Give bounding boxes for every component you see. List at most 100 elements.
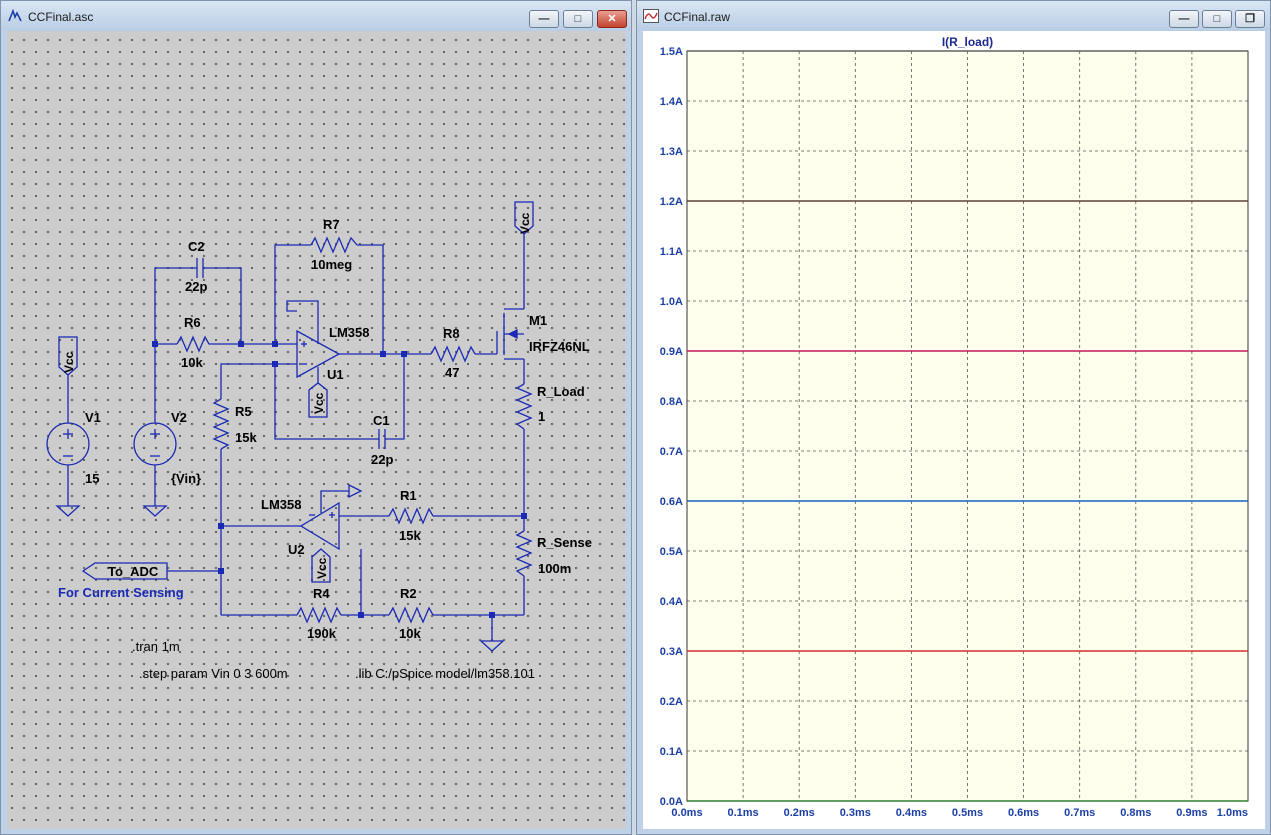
junction-dots [152, 341, 527, 618]
maximize-button[interactable]: □ [563, 10, 593, 28]
schematic-window[interactable]: CCFinal.asc — □ ✕ [0, 0, 632, 835]
v2-value: {Vin} [171, 471, 201, 486]
minimize-icon: — [538, 13, 550, 25]
minimize-icon: — [1178, 13, 1190, 25]
directive-tran[interactable]: .tran 1m [132, 639, 180, 654]
u1-model: LM358 [329, 325, 369, 340]
x-tick-label: 0.7ms [1064, 807, 1095, 819]
r2-name: R2 [400, 586, 417, 601]
r5-value: 15k [235, 430, 257, 445]
u1-name: U1 [327, 367, 344, 382]
waveform-restore-button[interactable]: ❐ [1235, 10, 1265, 28]
v1-name: V1 [85, 410, 101, 425]
y-tick-label: 1.0A [660, 296, 683, 308]
m1-name: M1 [529, 313, 547, 328]
rsense-value: 100m [538, 561, 571, 576]
y-tick-label: 1.4A [660, 96, 683, 108]
y-tick-label: 1.5A [660, 46, 683, 58]
waveform-minimize-button[interactable]: — [1169, 10, 1199, 28]
vcc-label-v1: Vcc [62, 351, 76, 373]
c1-name: C1 [373, 413, 390, 428]
vcc-label-u1: Vcc [312, 392, 326, 414]
r1-value: 15k [399, 528, 421, 543]
directive-step[interactable]: .step param Vin 0 3 600m [139, 666, 288, 681]
r1-name: R1 [400, 488, 417, 503]
u2-model: LM358 [261, 497, 301, 512]
r4-name: R4 [313, 586, 330, 601]
x-tick-label: 1.0ms [1217, 807, 1248, 819]
x-tick-label: 0.6ms [1008, 807, 1039, 819]
minimize-button[interactable]: — [529, 10, 559, 28]
r8-value: 47 [445, 365, 459, 380]
y-tick-label: 0.4A [660, 596, 683, 608]
schematic-canvas[interactable]: C2 22p R7 10meg R6 10k LM358 U1 R8 47 M1… [7, 31, 626, 829]
r7-name: R7 [323, 217, 340, 232]
traces [687, 50, 1248, 802]
component-labels: C2 22p R7 10meg R6 10k LM358 U1 R8 47 M1… [85, 217, 592, 641]
rload-value: 1 [538, 409, 545, 424]
r2-value: 10k [399, 626, 421, 641]
y-tick-label: 0.2A [660, 696, 683, 708]
current-sensing-comment: For Current Sensing [58, 585, 184, 600]
y-tick-label: 0.1A [660, 746, 683, 758]
rload-name: R_Load [537, 384, 585, 399]
x-tick-label: 0.9ms [1176, 807, 1207, 819]
adc-label: To_ADC [108, 564, 159, 579]
y-tick-label: 1.3A [660, 146, 683, 158]
close-button[interactable]: ✕ [597, 10, 627, 28]
r6-value: 10k [181, 355, 203, 370]
r8-name: R8 [443, 326, 460, 341]
wires [67, 234, 525, 641]
vcc-label-u2: Vcc [315, 557, 329, 579]
waveform-titlebar[interactable]: CCFinal.raw — □ ❐ [637, 1, 1270, 31]
schematic-titlebar[interactable]: CCFinal.asc — □ ✕ [1, 1, 631, 31]
r7-value: 10meg [311, 257, 352, 272]
rsense-name: R_Sense [537, 535, 592, 550]
y-tick-label: 0.6A [660, 496, 683, 508]
x-tick-label: 0.3ms [840, 807, 871, 819]
restore-icon: ❐ [1245, 13, 1255, 25]
y-tick-label: 0.3A [660, 646, 683, 658]
y-tick-label: 0.7A [660, 446, 683, 458]
maximize-icon: □ [1213, 13, 1221, 25]
directive-lib[interactable]: .lib C:/pSpice model/lm358.101 [355, 666, 535, 681]
waveform-window[interactable]: CCFinal.raw — □ ❐ 0.0ms 0.1ms 0.2ms 0.3ms 0.… [636, 0, 1271, 835]
schematic-window-title: CCFinal.asc [28, 10, 94, 24]
y-tick-label: 1.1A [660, 246, 683, 258]
waveform-window-title: CCFinal.raw [664, 10, 731, 24]
r6-name: R6 [184, 315, 201, 330]
schematic-icon [8, 9, 22, 22]
plot-grid [687, 51, 1248, 801]
v1-value: 15 [85, 471, 99, 486]
m1-model: IRFZ46NL [529, 339, 590, 354]
spice-directives: .tran 1m .step param Vin 0 3 600m .lib C… [132, 639, 535, 681]
y-tick-label: 0.9A [660, 346, 683, 358]
y-tick-label: 0.5A [660, 546, 683, 558]
close-icon: ✕ [607, 13, 617, 25]
v2-name: V2 [171, 410, 187, 425]
maximize-icon: □ [574, 13, 582, 25]
c1-value: 22p [371, 452, 393, 467]
x-tick-label: 0.0ms [671, 807, 702, 819]
x-tick-label: 0.1ms [727, 807, 758, 819]
x-tick-label: 0.8ms [1120, 807, 1151, 819]
waveform-maximize-button[interactable]: □ [1202, 10, 1232, 28]
vcc-flag-labels: Vcc Vcc Vcc Vcc [62, 212, 532, 579]
r5-name: R5 [235, 404, 252, 419]
c2-value: 22p [185, 279, 207, 294]
components [46, 201, 534, 652]
y-tick-label: 0.8A [660, 396, 683, 408]
trace-title[interactable]: I(R_load) [942, 35, 993, 49]
vcc-label-top: Vcc [518, 212, 532, 234]
y-tick-label: 0.0A [660, 796, 683, 808]
x-tick-label: 0.4ms [896, 807, 927, 819]
c2-name: C2 [188, 239, 205, 254]
y-tick-label: 1.2A [660, 196, 683, 208]
waveform-icon [643, 9, 659, 23]
x-tick-label: 0.2ms [784, 807, 815, 819]
u2-name: U2 [288, 542, 305, 557]
r4-value: 190k [307, 626, 337, 641]
